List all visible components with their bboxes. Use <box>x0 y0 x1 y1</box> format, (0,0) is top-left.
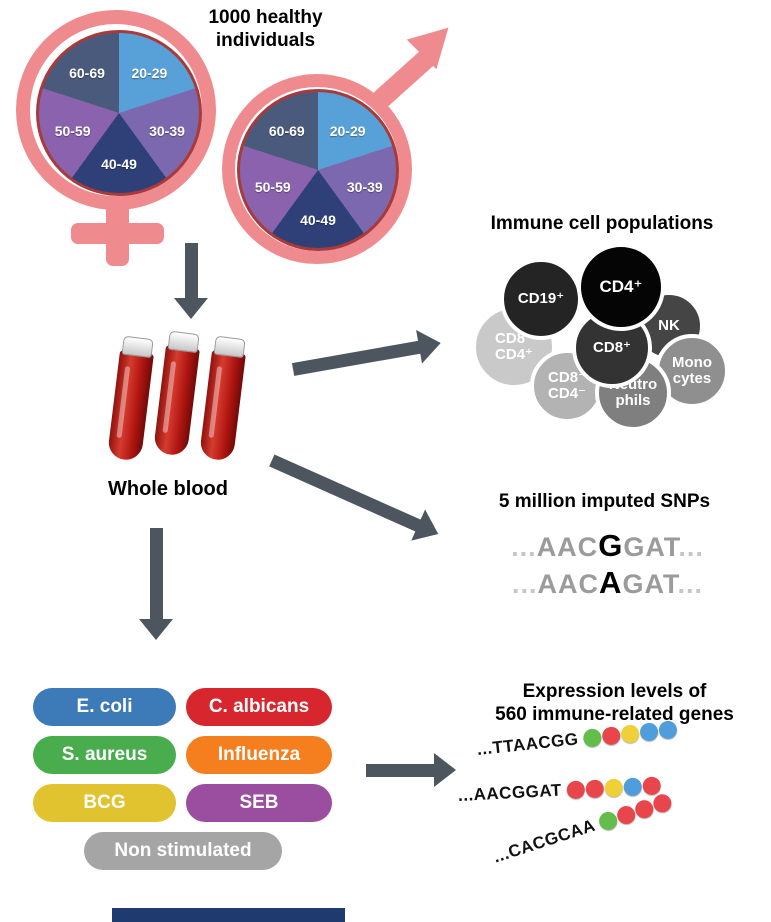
snp-sequences: ...AACGGAT... ...AACAGAT... <box>465 528 750 602</box>
sequence-bases: AAC <box>537 569 600 599</box>
age-segment-label: 50-59 <box>254 179 291 196</box>
stimulus-influenza: Influenza <box>186 736 332 774</box>
stimulus-e-coli: E. coli <box>33 688 176 726</box>
snps-title: 5 million imputed SNPs <box>498 491 711 512</box>
tube-blood <box>198 350 246 462</box>
sequencing-read: ...AACGGAT <box>457 775 662 806</box>
age-segment-label: 30-39 <box>149 122 185 139</box>
figure-title: 1000 healthy individuals <box>208 7 323 51</box>
age-segment-label: 20-29 <box>329 123 366 139</box>
age-segment-label: 60-69 <box>69 65 105 81</box>
expression-dot <box>582 727 603 748</box>
male-age-pie-chart: 20-29 30-39 40-49 50-59 60-69 <box>237 89 399 251</box>
stimulus-seb: SEB <box>186 784 332 822</box>
sequence-ellipsis: ... <box>677 569 703 599</box>
arrow-shaft <box>366 764 436 777</box>
tube-cap <box>167 330 200 354</box>
expression-dot <box>623 777 643 797</box>
age-segment-label: 40-49 <box>101 156 137 173</box>
tube-blood <box>106 350 154 462</box>
age-segment-label: 20-29 <box>131 65 168 81</box>
expression-dot <box>642 776 662 796</box>
sequence-ellipsis: ... <box>512 569 538 599</box>
arrow-head-icon <box>416 326 444 364</box>
age-segment-label: 40-49 <box>300 211 336 228</box>
expression-dot <box>620 724 641 744</box>
sequence-bases: GAT <box>623 532 679 562</box>
arrow-head-icon <box>174 298 208 319</box>
arrow-shaft <box>291 340 423 376</box>
sequence-ellipsis: ... <box>511 532 537 562</box>
snp-sequence-ref: ...AACGGAT... <box>465 528 750 565</box>
stimulus-bcg: BCG <box>33 784 176 822</box>
expression-dot <box>601 726 622 746</box>
snp-variant-base: G <box>598 528 624 563</box>
blood-tube <box>150 330 203 462</box>
tube-cap <box>213 335 246 359</box>
arrow-head-icon <box>139 619 173 640</box>
female-symbol-crossbar <box>71 223 164 244</box>
expression-dot <box>658 720 678 740</box>
arrow-blood-to-cells <box>290 324 453 385</box>
arrow-blood-to-snps <box>265 444 457 554</box>
arrow-shaft <box>185 243 198 301</box>
arrow-shaft <box>150 528 163 622</box>
expression-dot <box>566 780 586 800</box>
age-segment-label: 60-69 <box>268 123 305 139</box>
expression-dot <box>651 791 674 815</box>
blood-tube <box>196 335 249 467</box>
blood-tube <box>104 335 157 467</box>
stimulus-non-stimulated: Non stimulated <box>84 832 282 870</box>
age-segment-label: 50-59 <box>54 122 91 139</box>
cell-cd4pos: CD4⁺ <box>577 243 665 331</box>
snp-sequence-alt: ...AACAGAT... <box>465 565 750 602</box>
snp-variant-base: A <box>599 565 623 600</box>
whole-blood-label: Whole blood <box>108 478 228 500</box>
tube-blood <box>152 345 200 457</box>
female-age-pie-chart: 20-29 30-39 40-49 50-59 60-69 <box>36 30 202 196</box>
expression-dot <box>604 778 624 798</box>
tube-cap <box>121 335 154 359</box>
sequence-bases: GAT <box>622 569 678 599</box>
age-segment-label: 30-39 <box>346 179 383 196</box>
cell-cd19pos: CD19⁺ <box>500 258 582 340</box>
arrow-shaft <box>269 454 423 533</box>
expression-dot <box>639 722 659 742</box>
read-sequence: ...AACGGAT <box>457 780 563 805</box>
read-sequence: ...TTAACGG <box>475 729 580 759</box>
arrow-head-icon <box>411 509 446 550</box>
immune-cells-title: Immune cell populations <box>490 213 714 234</box>
read-sequence: ...CACGCAA <box>490 815 598 867</box>
stimulus-c-albicans: C. albicans <box>186 688 332 726</box>
expression-title: Expression levels of 560 immune-related … <box>495 681 734 725</box>
blood-tubes <box>106 330 278 468</box>
expression-dot <box>585 779 605 799</box>
sequence-ellipsis: ... <box>678 532 704 562</box>
sequence-bases: AAC <box>536 532 599 562</box>
cropped-bottom-panel <box>112 908 345 922</box>
stimulus-s-aureus: S. aureus <box>33 736 176 774</box>
arrow-head-icon <box>434 753 456 787</box>
